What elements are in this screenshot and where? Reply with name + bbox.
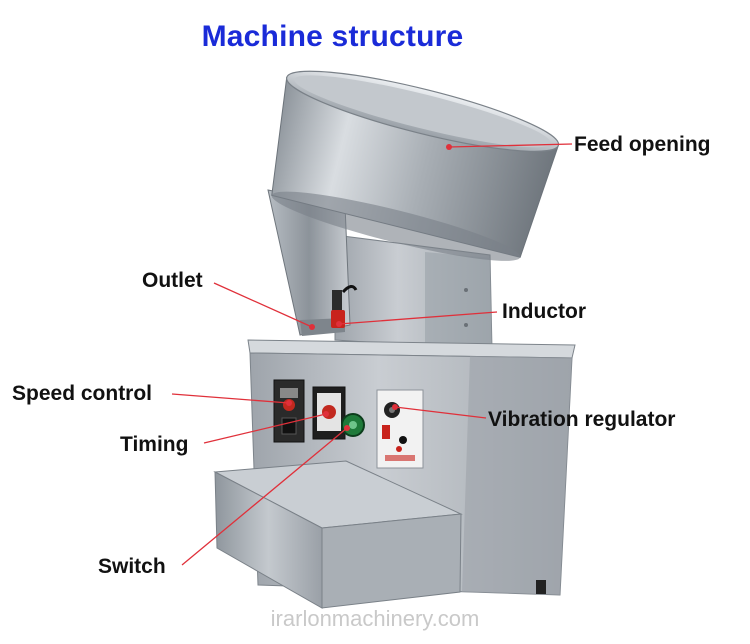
feed-opening-leader [448, 143, 573, 148]
outlet-dot [309, 324, 315, 330]
label-vibration-regulator: Vibration regulator [488, 408, 676, 431]
feed-opening-dot [446, 144, 452, 150]
speed-control-leader [171, 393, 290, 404]
timing-leader [203, 413, 327, 444]
switch-knob [341, 413, 365, 437]
vibration-leader [394, 406, 487, 419]
label-outlet: Outlet [142, 269, 203, 292]
leader-lines [171, 143, 573, 566]
outlet-leader [213, 282, 313, 328]
speed-control-dot [286, 400, 292, 406]
switch-dot [344, 425, 350, 431]
watermark: irarlonmachinery.com [270, 606, 480, 631]
vibration-regulator-panel [376, 389, 424, 469]
label-timing: Timing [120, 433, 189, 456]
inductor-leader [338, 311, 498, 325]
timing-panel [312, 386, 346, 440]
label-feed-opening: Feed opening [574, 133, 711, 156]
label-switch: Switch [98, 555, 166, 578]
label-inductor: Inductor [502, 300, 586, 323]
inductor-dot [336, 321, 342, 327]
label-speed-control: Speed control [12, 382, 153, 405]
vibration-dot [392, 404, 398, 410]
diagram-title: Machine structure [201, 20, 464, 53]
switch-leader [181, 427, 348, 566]
speed-control-panel [273, 379, 305, 443]
front-tray [213, 460, 463, 609]
feed-bowl [271, 70, 560, 261]
timing-dot [323, 411, 329, 417]
